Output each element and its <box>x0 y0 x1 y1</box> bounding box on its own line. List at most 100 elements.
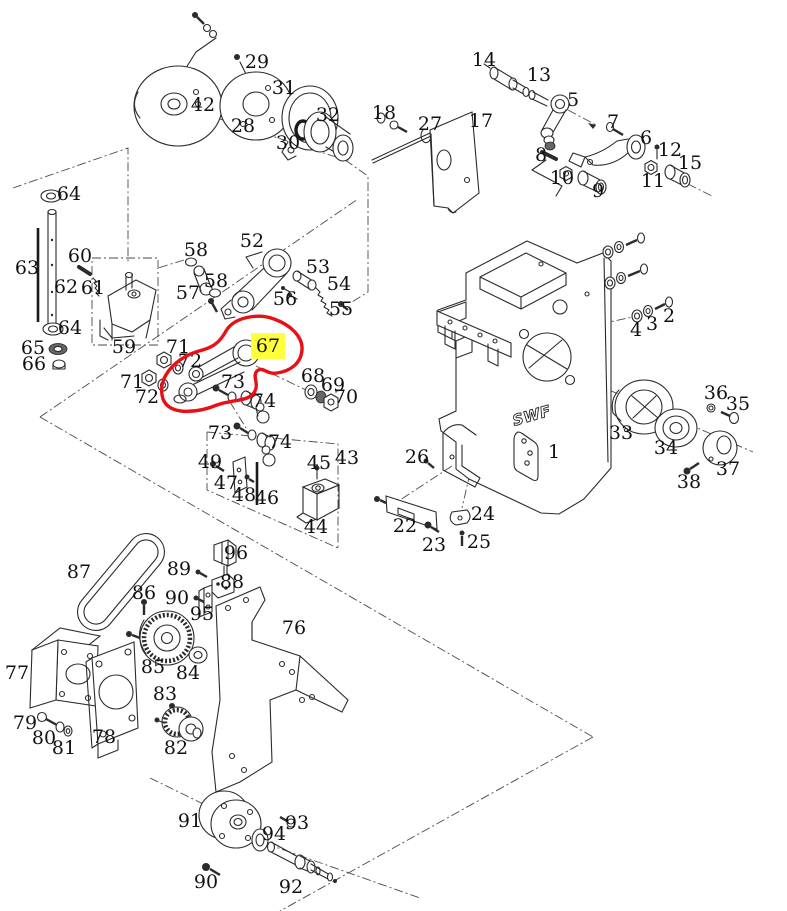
part-label-57: 57 <box>176 282 200 304</box>
part-label-47: 47 <box>214 472 238 494</box>
part-label-10: 10 <box>550 167 574 189</box>
part-label-53: 53 <box>306 256 330 278</box>
part-label-80: 80 <box>32 727 56 749</box>
part-label-35: 35 <box>726 393 750 415</box>
part-label-54: 54 <box>327 273 351 295</box>
part-label-2: 2 <box>663 305 675 327</box>
part-label-25: 25 <box>467 531 491 553</box>
part-label-29: 29 <box>245 51 269 73</box>
part-label-11: 11 <box>641 170 665 192</box>
part-label-91: 91 <box>178 810 202 832</box>
part-label-42: 42 <box>191 94 215 116</box>
part-label-6: 6 <box>640 127 652 149</box>
part-label-23: 23 <box>422 534 446 556</box>
part-59-block <box>91 257 159 346</box>
part-42-disc-group <box>133 12 223 147</box>
part-label-83: 83 <box>153 683 177 705</box>
part-label-76: 76 <box>282 617 306 639</box>
part-33-38-bearing-group <box>611 379 740 475</box>
part-label-30: 30 <box>276 132 300 154</box>
part-label-64b: 64 <box>58 317 82 339</box>
part-label-95: 95 <box>190 603 214 625</box>
part-label-58a: 58 <box>184 239 208 261</box>
highlight-box-67 <box>251 333 285 359</box>
part-label-48: 48 <box>232 484 256 506</box>
part-53-pin-spring <box>281 270 349 317</box>
part-84-washer <box>188 646 208 664</box>
part-43-group <box>210 456 341 524</box>
part-78-bracket <box>85 641 139 759</box>
part-52-crank <box>220 248 292 320</box>
part-92-94-shaft <box>202 815 337 883</box>
part-label-31: 31 <box>272 77 296 99</box>
part-label-28: 28 <box>231 115 255 137</box>
part-label-27: 27 <box>418 113 442 135</box>
part-label-94: 94 <box>262 823 286 845</box>
part-label-60: 60 <box>68 245 92 267</box>
part-label-49: 49 <box>198 451 222 473</box>
part-label-90a: 90 <box>165 587 189 609</box>
part-label-13: 13 <box>527 64 551 86</box>
part-label-81: 81 <box>52 737 76 759</box>
part-label-88: 88 <box>220 571 244 593</box>
part-label-26: 26 <box>405 446 429 468</box>
part-label-92: 92 <box>279 876 303 898</box>
construction-lines <box>12 95 754 911</box>
part-68-69-70-hardware <box>304 384 339 412</box>
part-label-79: 79 <box>13 712 37 734</box>
part-label-38: 38 <box>677 471 701 493</box>
part-label-7: 7 <box>607 111 619 133</box>
part-label-32: 32 <box>316 104 340 126</box>
part-18-27-pin <box>371 112 432 164</box>
part-label-5: 5 <box>567 89 579 111</box>
part-85-pulley <box>126 599 195 666</box>
part-label-78: 78 <box>92 726 116 748</box>
part-76-plate <box>211 586 349 793</box>
part-label-85: 85 <box>141 656 165 678</box>
part-label-9: 9 <box>592 180 604 202</box>
part-label-14: 14 <box>472 49 496 71</box>
part-label-71b: 71 <box>120 371 144 393</box>
part-91-flange <box>198 790 262 849</box>
part-82-83-pulley <box>154 703 204 742</box>
part-2-3-4-screws <box>602 232 674 323</box>
part-73-74-set2 <box>233 422 276 467</box>
part-label-68: 68 <box>301 365 325 387</box>
part-57-link <box>184 257 222 313</box>
part-label-89: 89 <box>167 558 191 580</box>
part-label-45: 45 <box>307 452 331 474</box>
part-label-55: 55 <box>329 298 353 320</box>
part-label-56: 56 <box>273 288 297 310</box>
part-label-15: 15 <box>678 152 702 174</box>
part-label-43: 43 <box>335 447 359 469</box>
part-label-61: 61 <box>81 277 105 299</box>
part-label-24: 24 <box>471 503 495 525</box>
part-32-flange <box>303 111 354 162</box>
part-label-8: 8 <box>535 144 547 166</box>
part-28-plate <box>219 54 293 141</box>
part-label-86: 86 <box>132 582 156 604</box>
part-label-1: 1 <box>548 441 560 463</box>
part-label-17: 17 <box>469 110 493 132</box>
part-13-14-shaft <box>483 63 549 107</box>
part-label-77: 77 <box>5 662 29 684</box>
part-label-46: 46 <box>255 487 279 509</box>
part-label-84: 84 <box>176 662 200 684</box>
part-label-33: 33 <box>609 422 633 444</box>
part-label-12: 12 <box>658 139 682 161</box>
part-label-62: 62 <box>54 276 78 298</box>
part-label-74a: 74 <box>252 390 276 412</box>
part-label-72b: 72 <box>135 386 159 408</box>
part-1-main-body: SWF <box>436 240 612 515</box>
part-79-80-81-hardware <box>36 711 73 737</box>
part-label-4: 4 <box>630 319 642 341</box>
part-87-belt <box>77 533 165 631</box>
part-17-plate <box>429 111 480 214</box>
part-label-34: 34 <box>654 437 678 459</box>
part-label-58b: 58 <box>204 270 228 292</box>
part-label-73a: 73 <box>221 371 245 393</box>
part-label-74b: 74 <box>268 431 292 453</box>
